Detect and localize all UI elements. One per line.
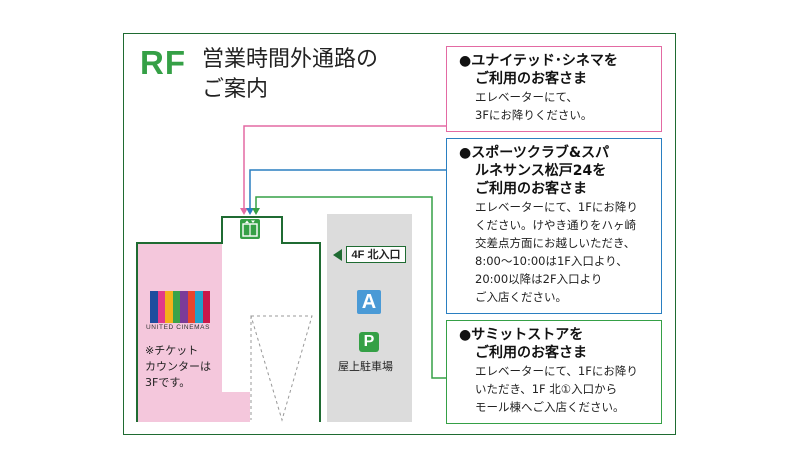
cinema-info-box: ●ユナイテッド･シネマを ご利用のお客さま エレベーターにて、 3Fにお降りくだ… [446,46,662,132]
page-title: 営業時間外通路の ご案内 [202,45,378,105]
arrow-left-icon [333,249,342,261]
cinema-route [243,125,450,210]
title-line-2: ご案内 [202,77,269,102]
cinema-logo [150,291,210,323]
summit-info-box: ●サミットストアを ご利用のお客さま エレベーターにて、1Fにお降り いただき、… [446,320,662,424]
elevator-icon [240,219,260,239]
escalator-outline [250,315,313,422]
pink-foot [222,392,250,422]
cinema-heading: ●ユナイテッド･シネマを ご利用のお客さま [459,53,618,87]
summit-heading: ●サミットストアを ご利用のお客さま [459,327,587,361]
cinema-logo-text: UNITED CINEMAS [146,324,211,331]
sports-heading: ●スポーツクラブ&スパ ルネサンス松戸24を ご利用のお客さま [459,145,610,197]
title-line-1: 営業時間外通路の [202,47,379,72]
building-outline [136,216,321,422]
building-a-icon: A [357,290,381,314]
floor-badge: RF [140,44,186,81]
parking-label: 屋上駐車場 [338,360,393,373]
summit-body: エレベーターにて、1Fにお降り いただき、1F 北①入口から モール棟へご入店く… [475,364,638,414]
north-entrance-label: 4F 北入口 [346,246,406,263]
sports-info-box: ●スポーツクラブ&スパ ルネサンス松戸24を ご利用のお客さま エレベーターにて… [446,138,662,314]
sports-route [249,169,450,210]
sports-body: エレベーターにて、1Fにお降り ください。けやき通りをハヶ崎 交差点方面にお越し… [475,200,638,304]
cinema-body: エレベーターにて、 3Fにお降りください。 [475,90,593,122]
corridor-area-right [250,243,320,422]
summit-route [255,196,450,379]
guide-frame [123,33,676,435]
parking-icon: P [359,332,379,352]
